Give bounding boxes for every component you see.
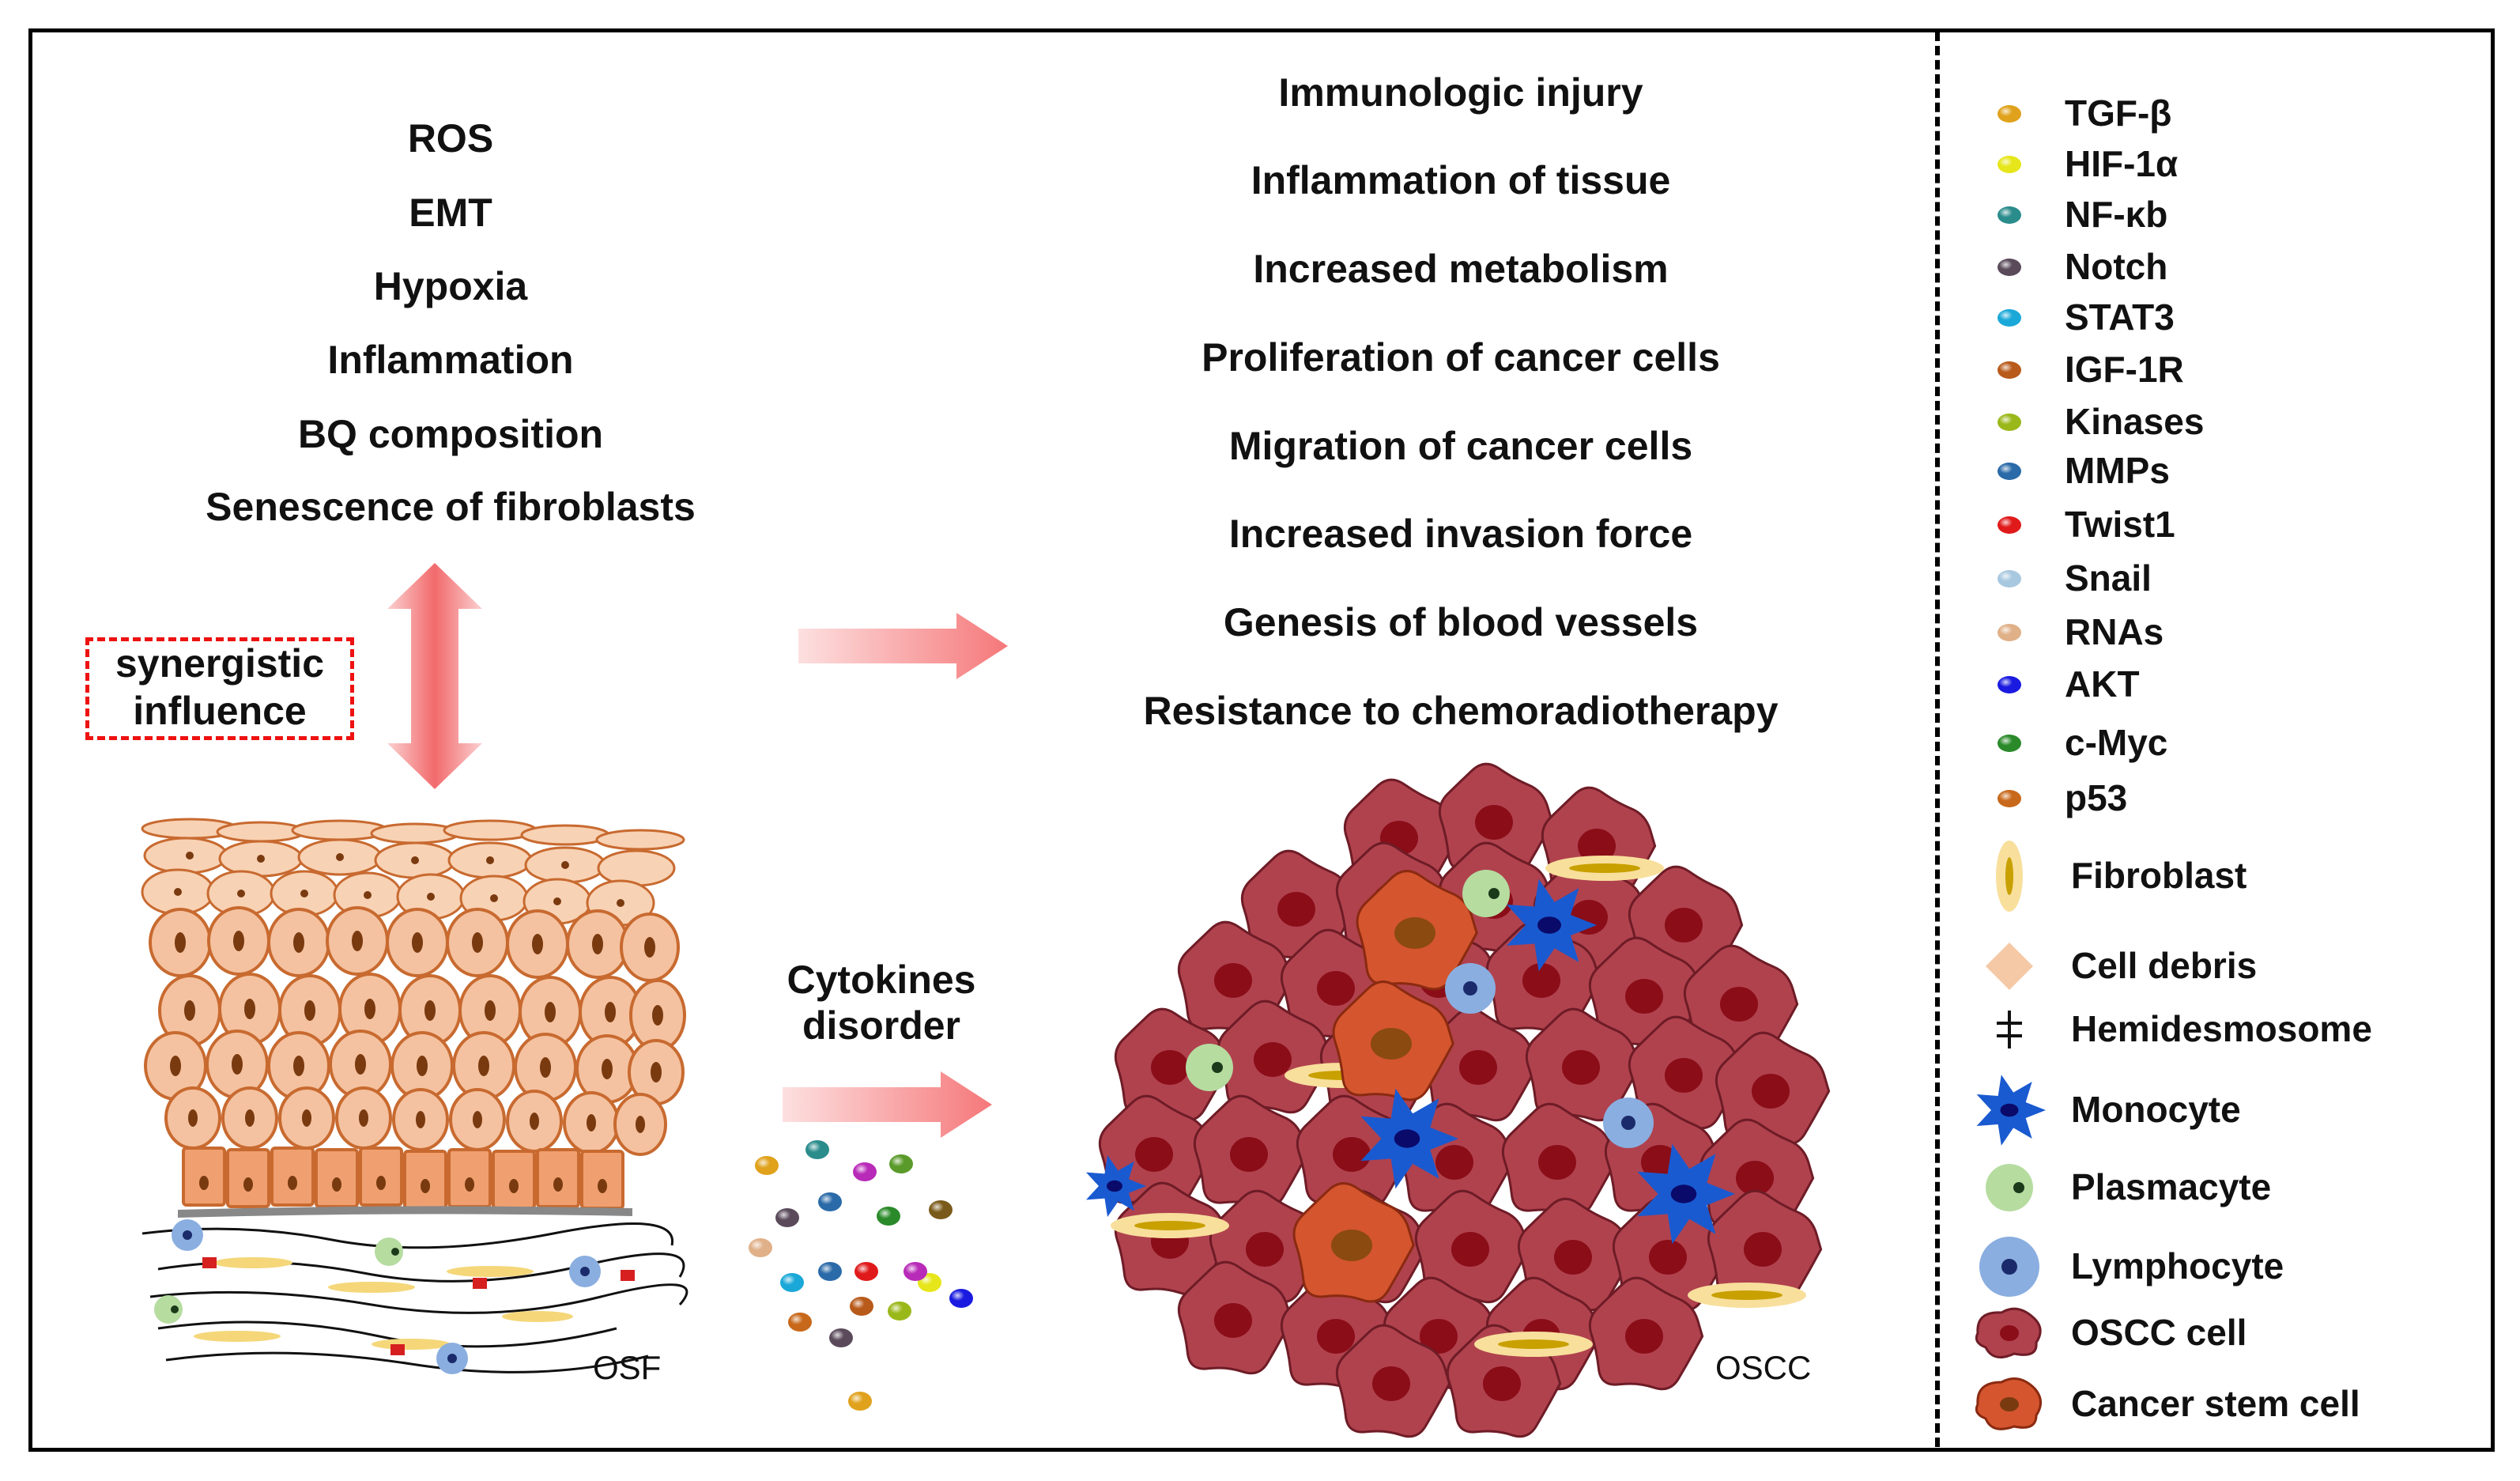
legend-label: TGF-β: [2065, 93, 2172, 134]
legend-label: Hemidesmosome: [2071, 1008, 2372, 1049]
synergy-double-arrow: [387, 563, 482, 789]
legend-label: STAT3: [2065, 297, 2175, 338]
akt-icon: [1998, 676, 2021, 693]
hif-1--icon: [1998, 156, 2021, 173]
legend-label: Snail: [2065, 557, 2152, 599]
rnas-icon: [1998, 624, 2021, 641]
risk-factor: Hypoxia: [373, 264, 528, 308]
legend-label: p53: [2065, 777, 2128, 818]
legend-label: Plasmacyte: [2071, 1166, 2272, 1207]
legend-divider: [1935, 32, 1940, 1447]
legend-label: c-Myc: [2065, 722, 2168, 763]
legend-label: NF-κb: [2065, 194, 2168, 235]
legend-label: Cell debris: [2071, 945, 2258, 986]
cancer-stem-cell-icon: [1975, 1377, 2042, 1430]
cytokines-arrow: [783, 1071, 992, 1138]
twist1-icon: [1998, 516, 2021, 534]
legend-label: OSCC cell: [2071, 1312, 2247, 1353]
fibroblast-icon: [1996, 841, 2023, 912]
legend-label: Lymphocyte: [2071, 1245, 2284, 1286]
c-myc-icon: [1998, 735, 2021, 752]
oscc-tumor: [1086, 762, 1831, 1438]
stat3-icon: [1998, 309, 2021, 327]
cytokines-label-line2: disorder: [802, 1003, 961, 1048]
hemidesmosome-icon: [1997, 1011, 2022, 1048]
outcome-item: Immunologic injury: [1278, 70, 1643, 115]
legend-label: IGF-1R: [2065, 349, 2184, 390]
outcome-item: Increased invasion force: [1228, 512, 1693, 556]
kinases-icon: [1998, 414, 2021, 431]
nf-b-icon: [1998, 206, 2021, 224]
outcome-arrow: [798, 613, 1008, 679]
legend-label: Twist1: [2065, 504, 2175, 545]
outcome-item: Increased metabolism: [1253, 247, 1669, 291]
risk-factor: Inflammation: [327, 338, 574, 382]
legend-label: Cancer stem cell: [2071, 1383, 2360, 1424]
legend-icons: [1975, 105, 2046, 1430]
synergy-box: [85, 637, 354, 740]
legend-label: MMPs: [2065, 450, 2170, 491]
mmps-icon: [1998, 463, 2021, 480]
risk-factor: BQ composition: [297, 412, 604, 456]
p53-icon: [1998, 790, 2021, 807]
outcome-item: Resistance to chemoradiotherapy: [1143, 689, 1779, 733]
legend-label: Monocyte: [2071, 1089, 2241, 1130]
synergy-label-line1: synergistic: [115, 641, 324, 686]
cytokine-beads: [749, 1140, 973, 1411]
oscc-cell-icon: [1975, 1307, 2042, 1358]
tgf--icon: [1998, 105, 2021, 123]
legend-label: AKT: [2065, 663, 2140, 705]
outcome-item: Genesis of blood vessels: [1223, 600, 1699, 644]
lymphocyte-icon: [1979, 1237, 2039, 1297]
legend-label: Notch: [2065, 246, 2168, 287]
risk-factor: Senescence of fibroblasts: [206, 485, 696, 529]
legend-label: HIF-1α: [2065, 143, 2179, 184]
plasmacyte-icon: [1986, 1164, 2033, 1211]
osf-label: OSF: [593, 1349, 662, 1386]
monocyte-icon: [1976, 1075, 2046, 1146]
cell-debris-icon: [1986, 943, 2033, 990]
outcome-item: Proliferation of cancer cells: [1202, 335, 1720, 380]
notch-icon: [1998, 259, 2021, 276]
osf-tissue: [141, 818, 688, 1374]
legend-label: RNAs: [2065, 611, 2164, 652]
cytokines-label-line1: Cytokines: [787, 958, 976, 1002]
legend-label: Kinases: [2065, 401, 2205, 442]
snail-icon: [1998, 570, 2021, 587]
oscc-label: OSCC: [1715, 1349, 1812, 1386]
outcome-item: Inflammation of tissue: [1251, 158, 1671, 202]
risk-factor: EMT: [409, 191, 492, 235]
legend-label: Fibroblast: [2071, 855, 2247, 896]
outcome-item: Migration of cancer cells: [1228, 424, 1693, 468]
risk-factor: ROS: [407, 116, 494, 161]
igf-1r-icon: [1998, 361, 2021, 379]
synergy-label-line2: influence: [133, 689, 307, 733]
